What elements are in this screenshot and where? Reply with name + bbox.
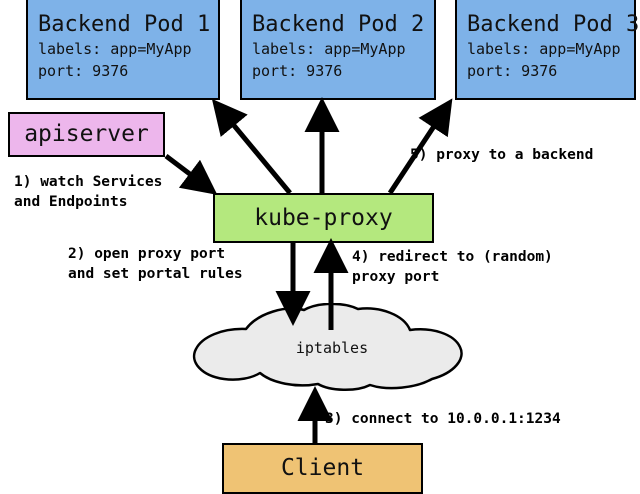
- backend-pod-1-box: Backend Pod 1 labels: app=MyApp port: 93…: [26, 0, 220, 100]
- apiserver-label: apiserver: [24, 121, 149, 147]
- step-2-note: 2) open proxy port and set portal rules: [68, 246, 243, 282]
- step-5-note: 5) proxy to a backend: [410, 147, 594, 163]
- backend-pod-1-title: Backend Pod 1: [38, 12, 211, 37]
- backend-pod-1-port: port: 9376: [38, 62, 129, 80]
- backend-pod-2-port: port: 9376: [252, 62, 343, 80]
- arrow-kubeproxy-to-pod1: [211, 98, 292, 195]
- backend-pod-3-port: port: 9376: [467, 62, 558, 80]
- backend-pod-2-box: Backend Pod 2 labels: app=MyApp port: 93…: [240, 0, 436, 100]
- kube-proxy-box: kube-proxy: [213, 193, 434, 243]
- iptables-cloud: iptables: [188, 302, 470, 393]
- backend-pod-2-title: Backend Pod 2: [252, 12, 425, 37]
- backend-pod-2-labels: labels: app=MyApp: [252, 40, 406, 58]
- apiserver-box: apiserver: [8, 112, 165, 157]
- backend-pod-3-labels: labels: app=MyApp: [467, 40, 621, 58]
- step-1-note: 1) watch Services and Endpoints: [14, 174, 163, 210]
- backend-pod-3-title: Backend Pod 3: [467, 12, 640, 37]
- cloud-shape-icon: [193, 302, 463, 391]
- backend-pod-1-labels: labels: app=MyApp: [38, 40, 192, 58]
- step-4-note: 4) redirect to (random) proxy port: [352, 249, 553, 285]
- kube-proxy-label: kube-proxy: [254, 204, 393, 231]
- client-box: Client: [222, 443, 423, 494]
- client-label: Client: [280, 455, 365, 481]
- step-3-note: 3) connect to 10.0.0.1:1234: [325, 411, 561, 427]
- backend-pod-3-box: Backend Pod 3 labels: app=MyApp port: 93…: [455, 0, 640, 100]
- arrow-apiserver-to-kubeproxy: [164, 154, 218, 195]
